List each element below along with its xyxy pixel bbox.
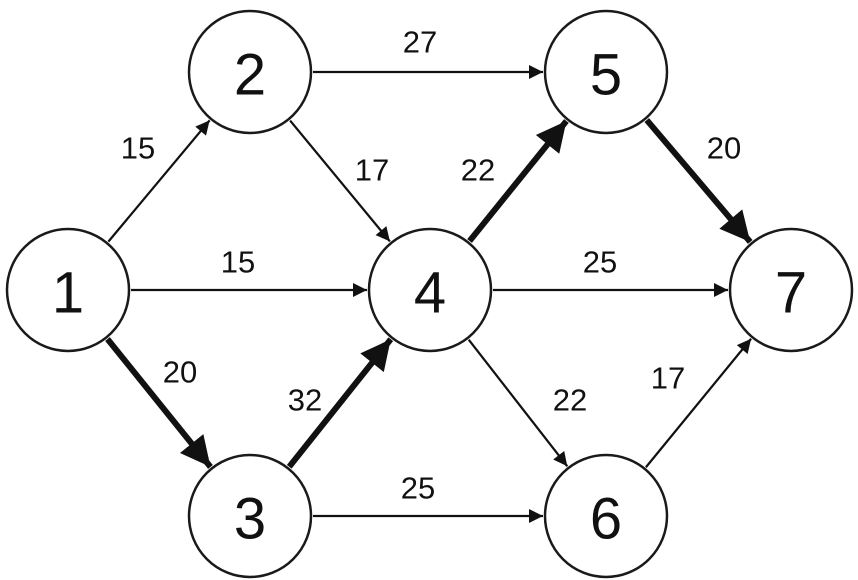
edge-weight-3-6: 25: [401, 471, 435, 506]
node-circle: [187, 453, 313, 579]
edge-5-7: [644, 118, 753, 244]
node-circle: [543, 453, 669, 579]
node-circle: [5, 227, 131, 353]
edge-1-3: [105, 337, 213, 469]
node-7: 7: [728, 227, 854, 353]
edge-1-2: [107, 119, 211, 243]
node-3: 3: [187, 453, 313, 579]
node-label: 6: [590, 487, 622, 552]
node-circle: [543, 9, 669, 135]
node-1: 1: [5, 227, 131, 353]
edge-weight-2-5: 27: [403, 25, 437, 60]
edge-weight-4-6: 22: [553, 383, 587, 418]
node-circle: [367, 227, 493, 353]
edge-weight-3-4: 32: [288, 383, 322, 418]
node-5: 5: [543, 9, 669, 135]
edge-weight-1-3: 20: [163, 355, 197, 390]
node-label: 4: [414, 261, 446, 326]
edge-weight-4-5: 22: [461, 153, 495, 188]
node-circle: [187, 9, 313, 135]
node-2: 2: [187, 9, 313, 135]
edge-weight-1-2: 15: [121, 131, 155, 166]
edge-weight-2-4: 17: [355, 153, 389, 188]
edge-3-4: [286, 337, 394, 469]
edges-layer: [105, 65, 753, 523]
node-label: 5: [590, 43, 622, 108]
node-circle: [728, 227, 854, 353]
edge-4-5: [467, 119, 569, 243]
node-4: 4: [367, 227, 493, 353]
edge-weight-1-4: 15: [221, 245, 255, 280]
nodes-layer: 1 2 3 4 5 6 7: [5, 9, 854, 579]
edge-weight-5-7: 20: [707, 131, 741, 166]
node-label: 3: [234, 487, 266, 552]
edge-2-4: [289, 119, 391, 243]
edge-4-6: [467, 339, 569, 467]
node-6: 6: [543, 453, 669, 579]
node-label: 1: [52, 261, 84, 326]
edge-weight-6-7: 17: [651, 361, 685, 396]
edge-weight-4-7: 25: [583, 245, 617, 280]
node-label: 2: [234, 43, 266, 108]
node-label: 7: [775, 261, 807, 326]
edge-6-7: [645, 338, 752, 468]
